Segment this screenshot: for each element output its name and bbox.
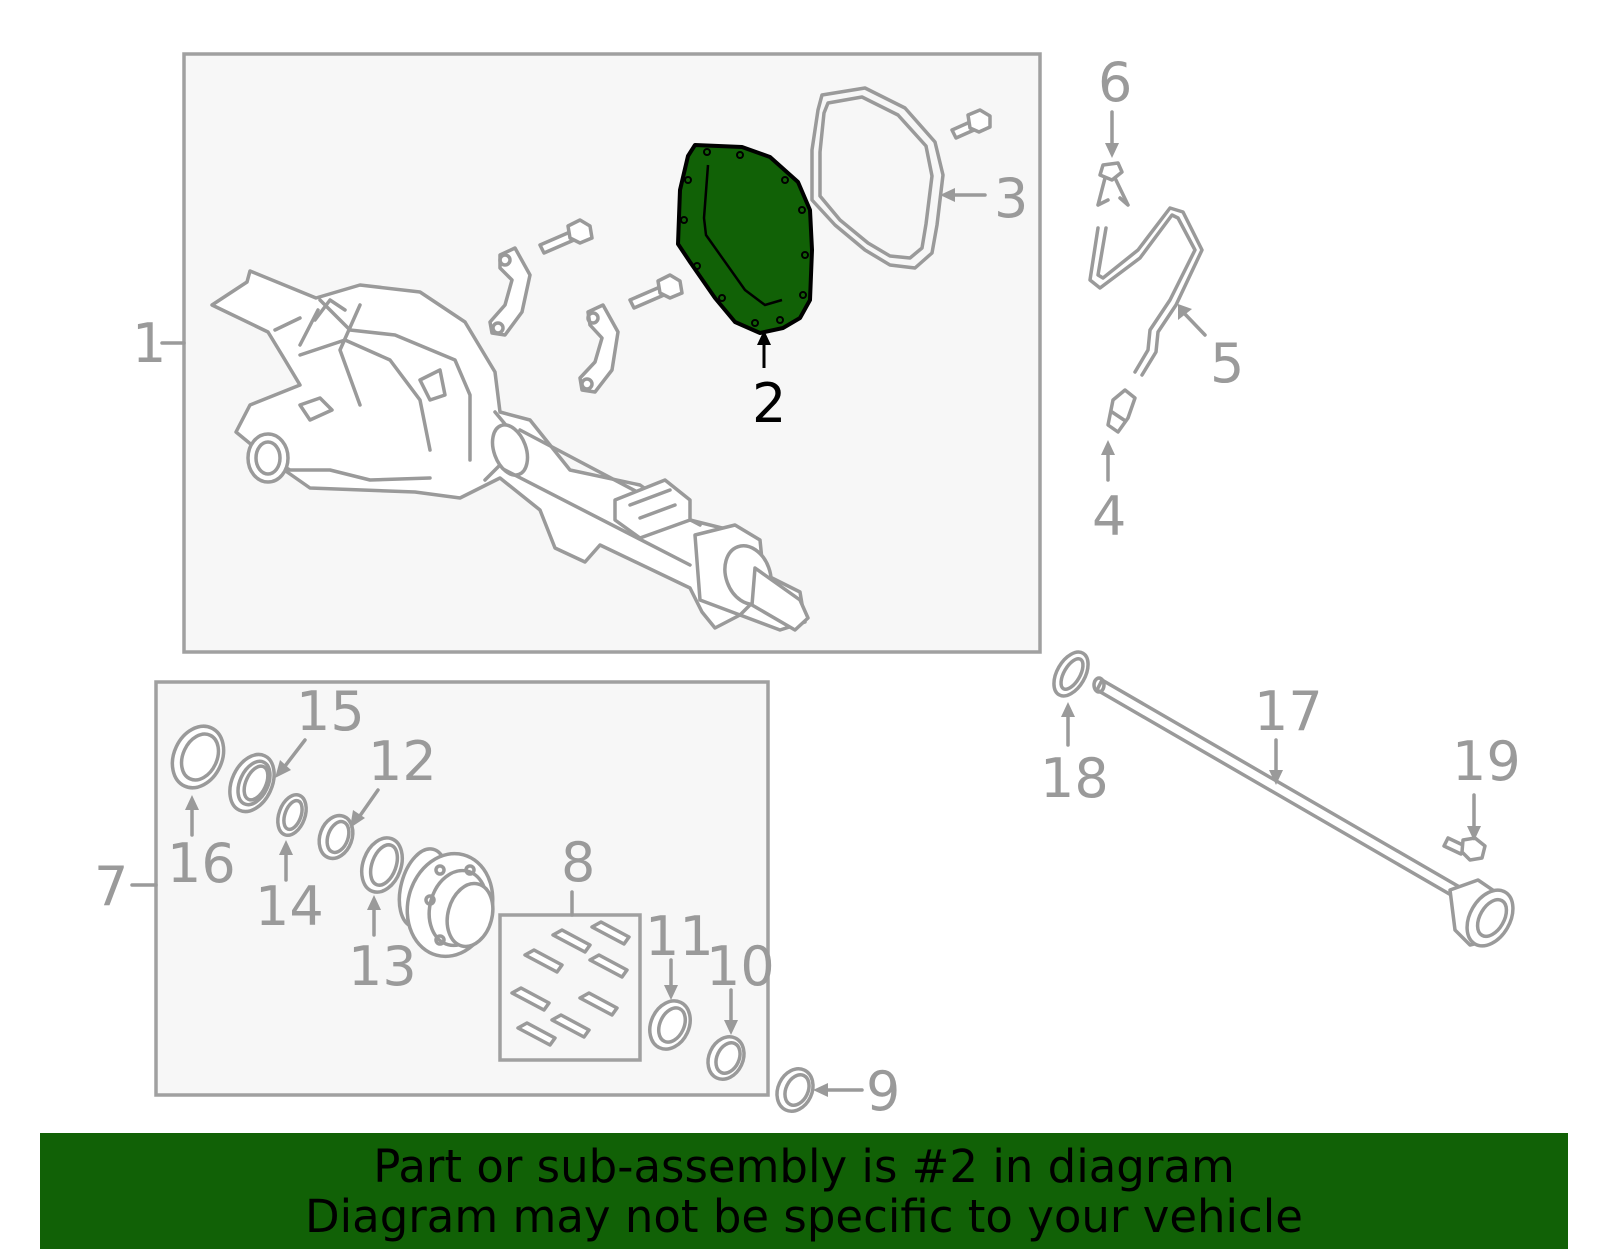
axle-shaft — [1092, 676, 1515, 948]
callout-10: 10 — [706, 935, 775, 998]
callout-4: 4 — [1092, 485, 1126, 548]
o-ring-18 — [1052, 650, 1090, 698]
callout-15: 15 — [296, 680, 365, 743]
bearing-15 — [228, 752, 276, 814]
callout-11: 11 — [645, 905, 714, 968]
cover-gasket — [810, 86, 945, 270]
bearing-cap-upper — [488, 246, 532, 337]
cover-bolt — [950, 108, 992, 140]
seal-16 — [170, 724, 226, 790]
callout-12: 12 — [368, 730, 437, 793]
bearing-cap-lower — [578, 303, 620, 394]
callout-16: 16 — [167, 832, 236, 895]
callout-3: 3 — [994, 167, 1028, 230]
arrow-3 — [940, 188, 955, 202]
cap-bolt-lower — [628, 273, 684, 310]
arrow-19 — [1467, 826, 1481, 841]
banner-line-1: Part or sub-assembly is #2 in diagram — [373, 1140, 1235, 1193]
arrow-6 — [1105, 143, 1119, 158]
hub — [397, 847, 495, 959]
arrow-14 — [279, 840, 293, 855]
vent-cap — [1096, 161, 1130, 207]
vent-connector — [1106, 388, 1137, 434]
axle-housing — [210, 269, 810, 632]
ring-14 — [276, 793, 308, 837]
callout-9: 9 — [866, 1060, 900, 1123]
callout-13: 13 — [348, 935, 417, 998]
arrow-4 — [1101, 440, 1115, 455]
seal-11 — [648, 999, 692, 1051]
callout-5: 5 — [1210, 332, 1244, 395]
seal-10 — [706, 1035, 746, 1081]
arrow-18 — [1061, 702, 1075, 717]
bearing-13 — [359, 836, 405, 894]
arrow-12 — [350, 810, 365, 828]
wheel-studs — [510, 920, 631, 1047]
arrow-17 — [1269, 770, 1283, 785]
callout-14: 14 — [255, 875, 324, 938]
vent-tube — [1088, 206, 1204, 377]
cap-bolt-upper — [538, 218, 594, 255]
leader-5 — [1181, 310, 1207, 337]
callout-2: 2 — [752, 372, 786, 435]
seal-9 — [775, 1067, 815, 1113]
arrow-9 — [813, 1083, 828, 1097]
arrow-11 — [664, 985, 678, 1000]
differential-cover — [676, 143, 814, 335]
info-banner: Part or sub-assembly is #2 in diagram Di… — [40, 1133, 1568, 1249]
arrow-16 — [185, 795, 199, 810]
bearing-12 — [317, 813, 355, 861]
callout-17: 17 — [1254, 680, 1323, 743]
stud-kit-box — [498, 913, 642, 1062]
arrow-13 — [367, 895, 381, 910]
callout-6: 6 — [1098, 51, 1132, 114]
callout-8: 8 — [561, 831, 595, 894]
banner-line-2: Diagram may not be specific to your vehi… — [305, 1190, 1303, 1243]
callout-18: 18 — [1040, 747, 1109, 810]
leader-15 — [280, 738, 307, 772]
callout-7: 7 — [94, 855, 128, 918]
bolt-19 — [1442, 836, 1487, 862]
callout-19: 19 — [1452, 730, 1521, 793]
arrow-5 — [1178, 304, 1192, 320]
callout-1: 1 — [132, 312, 166, 375]
arrow-10 — [724, 1020, 738, 1035]
arrow-15 — [275, 760, 291, 778]
arrow-2 — [757, 330, 771, 345]
